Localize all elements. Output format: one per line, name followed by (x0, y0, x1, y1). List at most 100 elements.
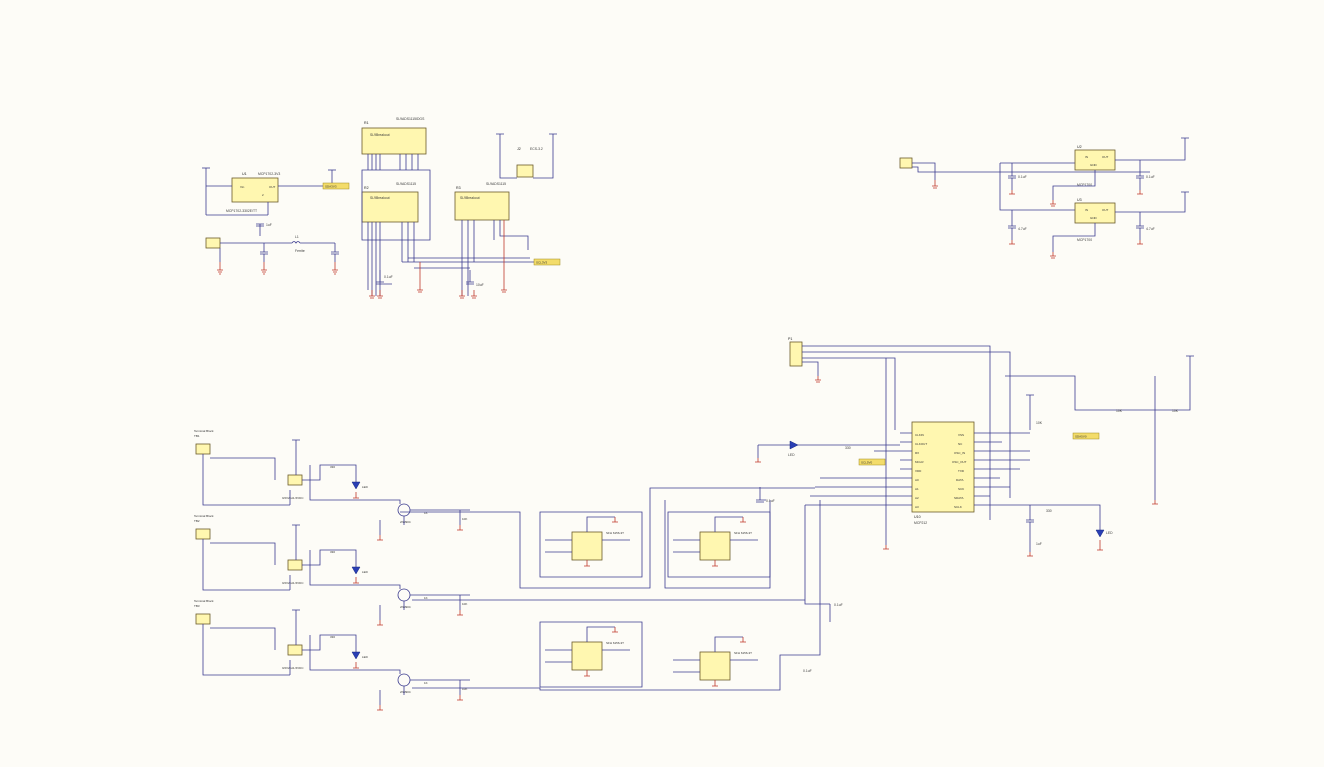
mcu-pin-r4: TXD (958, 469, 965, 473)
capacitor-c1 (256, 223, 264, 236)
mcu-ref: U10 (914, 515, 921, 519)
optocoupler[interactable] (571, 641, 603, 671)
ldo-caps: 0.1uF 4.7uF 0.1uF 4.7uF (1008, 160, 1155, 245)
relay[interactable] (287, 559, 303, 571)
mcu-pin-r2: OSC_IN (954, 451, 965, 455)
transistor[interactable] (397, 503, 411, 517)
power-led-resistor: 330 (1046, 509, 1052, 513)
power-led-label: LED (1106, 531, 1113, 535)
base-resistor: 1K (424, 681, 428, 685)
power-jack[interactable] (205, 237, 221, 249)
power-led (1095, 529, 1105, 538)
mcu-pin-l6: A1 (915, 487, 919, 491)
adc-block-3-part: SL9Breakout (460, 196, 480, 200)
relay-resistor: 330 (330, 465, 335, 469)
terminal-block[interactable] (195, 528, 211, 540)
relay[interactable] (287, 474, 303, 486)
relay[interactable] (287, 644, 303, 656)
mcu-pin-l0: CLKIN (915, 433, 924, 437)
net-label-sda5v0-text: SDA5V0 (1075, 435, 1087, 439)
opto-value: SFH 6156-3T (606, 641, 624, 645)
crystal-ref: J2 (517, 147, 521, 151)
mcu-pin-l1: CLKOUT (915, 442, 927, 446)
terminal-block-ref: TB2 (194, 519, 200, 523)
adc-block-2[interactable] (361, 191, 419, 223)
crystal-value: ECS-3.2 (530, 147, 543, 151)
net-label-sda5v0[interactable] (1072, 432, 1100, 440)
optocoupler[interactable] (571, 531, 603, 561)
mcu-pin-l2: RX (915, 451, 919, 455)
pulldown-resistor: 10K (462, 602, 467, 606)
ldo-chip-1[interactable] (1074, 149, 1116, 171)
relay-resistor: 330 (330, 635, 335, 639)
base-resistor: 1K (424, 511, 428, 515)
mcu-pin-r5: DATA (956, 478, 964, 482)
mcu-pin-r7: SDATA (954, 496, 964, 500)
ldo-chip-2[interactable] (1074, 202, 1116, 224)
terminal-block[interactable] (195, 613, 211, 625)
power-section: U1 MCP1702-3V3 MCP1702-3302E/TT Vin OUT … (202, 117, 561, 299)
regulator-pin-out: OUT (269, 185, 276, 189)
regulator-value: MCP1702-3V3 (258, 172, 280, 176)
relay-led-label: LED (362, 485, 369, 489)
opto-value: SFH 6156-3T (734, 651, 752, 655)
adc-block-3-ref: R3 (456, 186, 461, 190)
adc-block-2-value: SL9ADS1115 (396, 182, 416, 186)
optocoupler[interactable] (699, 651, 731, 681)
net-label-sda3v3[interactable] (322, 182, 350, 190)
adc-block-1-value: SL9ADS1115IDGS (396, 117, 425, 121)
mcu-pin-l8: A3 (915, 505, 919, 509)
bypass-cap-2: 0.1uF (834, 603, 843, 607)
regulator-chip[interactable] (231, 177, 279, 203)
mcu-pin-r3: OSC_OUT (952, 460, 967, 464)
mcu-pin-r8: SCLK (954, 505, 962, 509)
opto-block: SFH 6156-3T (673, 636, 758, 687)
relay-led-label: LED (362, 655, 369, 659)
signal-bus (400, 487, 821, 691)
header-connector[interactable] (789, 341, 803, 367)
opto-block: SFH 6156-3T (667, 511, 771, 578)
ldo-connector[interactable] (899, 157, 913, 169)
status-led (789, 440, 799, 450)
terminal-block-title: Terminal Block (194, 599, 214, 603)
ldo-1-ref: U2 (1077, 145, 1082, 149)
relay-channel: Terminal BlockTB1G5V2-H1-5VDCLED3302N390… (194, 429, 470, 541)
regulator-pin-gnd: 2 (262, 193, 264, 197)
terminal-block-title: Terminal Block (194, 429, 214, 433)
adc-block-3-value: SL9ADS1115 (486, 182, 506, 186)
ferrite-ref: L1 (295, 235, 299, 239)
vcc-symbol (202, 167, 210, 215)
mcu-resistor-value: 10K (1036, 421, 1043, 425)
ldo-cap-1-value: 0.1uF (1018, 175, 1027, 179)
net-label-scl3v3[interactable] (533, 258, 561, 266)
adc-block-3[interactable] (454, 191, 510, 221)
mcu-pin-r6: SCK (958, 487, 964, 491)
transistor[interactable] (397, 673, 411, 687)
mcu-pin-l4: VDD (915, 469, 922, 473)
terminal-block[interactable] (195, 443, 211, 455)
relay-channel: Terminal BlockTB3G5V2-H1-5VDCLED3302N390… (194, 599, 470, 711)
ferrite-bead (291, 241, 301, 244)
transistor-value: 2N3904 (400, 520, 411, 524)
pullup-1-value: 10K (1116, 409, 1123, 413)
bypass-cap-3: 0.1uF (803, 669, 812, 673)
adc-block-1[interactable] (361, 127, 427, 155)
ldo-cap-2-value: 4.7uF (1018, 227, 1027, 231)
net-label-scl5v0[interactable] (858, 458, 886, 466)
pulldown-resistor: 10K (462, 687, 467, 691)
status-led-label: LED (788, 453, 795, 457)
relay-resistor: 330 (330, 550, 335, 554)
mcu-section: P1 U10 MCP212 CLKIN CLKOUT RX MCLR VDD A… (755, 337, 1194, 557)
crystal[interactable] (516, 164, 534, 178)
opto-value: SFH 6156-3T (606, 531, 624, 535)
ldo-cap-3-value: 0.1uF (1146, 175, 1155, 179)
relay-value: G5V2-H1-5VDC (282, 496, 304, 500)
relay-value: G5V2-H1-5VDC (282, 666, 304, 670)
transistor[interactable] (397, 588, 411, 602)
mcu-chip[interactable] (911, 421, 975, 513)
relay-channel: Terminal BlockTB2G5V2-H1-5VDCLED3302N390… (194, 514, 470, 626)
mcu-value: MCP212 (914, 521, 927, 525)
relay-value: G5V2-H1-5VDC (282, 581, 304, 585)
mcu-pin-r0: VSS (958, 433, 964, 437)
optocoupler[interactable] (699, 531, 731, 561)
